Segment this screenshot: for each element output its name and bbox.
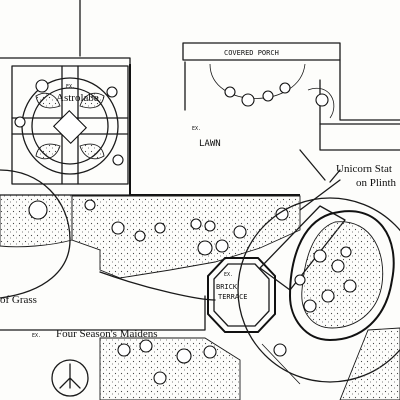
maidens-ex-label: EX. xyxy=(32,333,41,339)
astrolabe-label: Astrolabe xyxy=(56,92,99,104)
border-shrubs xyxy=(84,199,289,256)
porch-shrubs xyxy=(209,63,335,119)
astrolabe-garden xyxy=(11,65,129,185)
maidens-label: Four Season's Maidens xyxy=(56,328,158,340)
unicorn-label: Unicorn Stat xyxy=(336,163,392,175)
covered-porch-label: COVERED PORCH xyxy=(224,49,279,57)
terrace-ex-label: EX. xyxy=(224,272,233,278)
planting-bed-right xyxy=(339,327,400,400)
planting-bed-border xyxy=(71,195,301,279)
lawn-ex-label: EX. xyxy=(192,126,201,132)
unicorn-plinth-area xyxy=(237,149,400,383)
plinth-shrubs xyxy=(294,246,357,313)
terrace-label-2: TERRACE xyxy=(218,293,248,301)
maidens-circle xyxy=(51,359,89,397)
grass-circle xyxy=(0,169,71,299)
plinth-label: on Plinth xyxy=(356,177,397,189)
grass-label: of Grass xyxy=(0,294,37,306)
astrolabe-ex-label: EX. xyxy=(66,84,75,90)
terrace-label-1: BRICK xyxy=(216,283,238,291)
lawn-label: LAWN xyxy=(199,139,221,149)
